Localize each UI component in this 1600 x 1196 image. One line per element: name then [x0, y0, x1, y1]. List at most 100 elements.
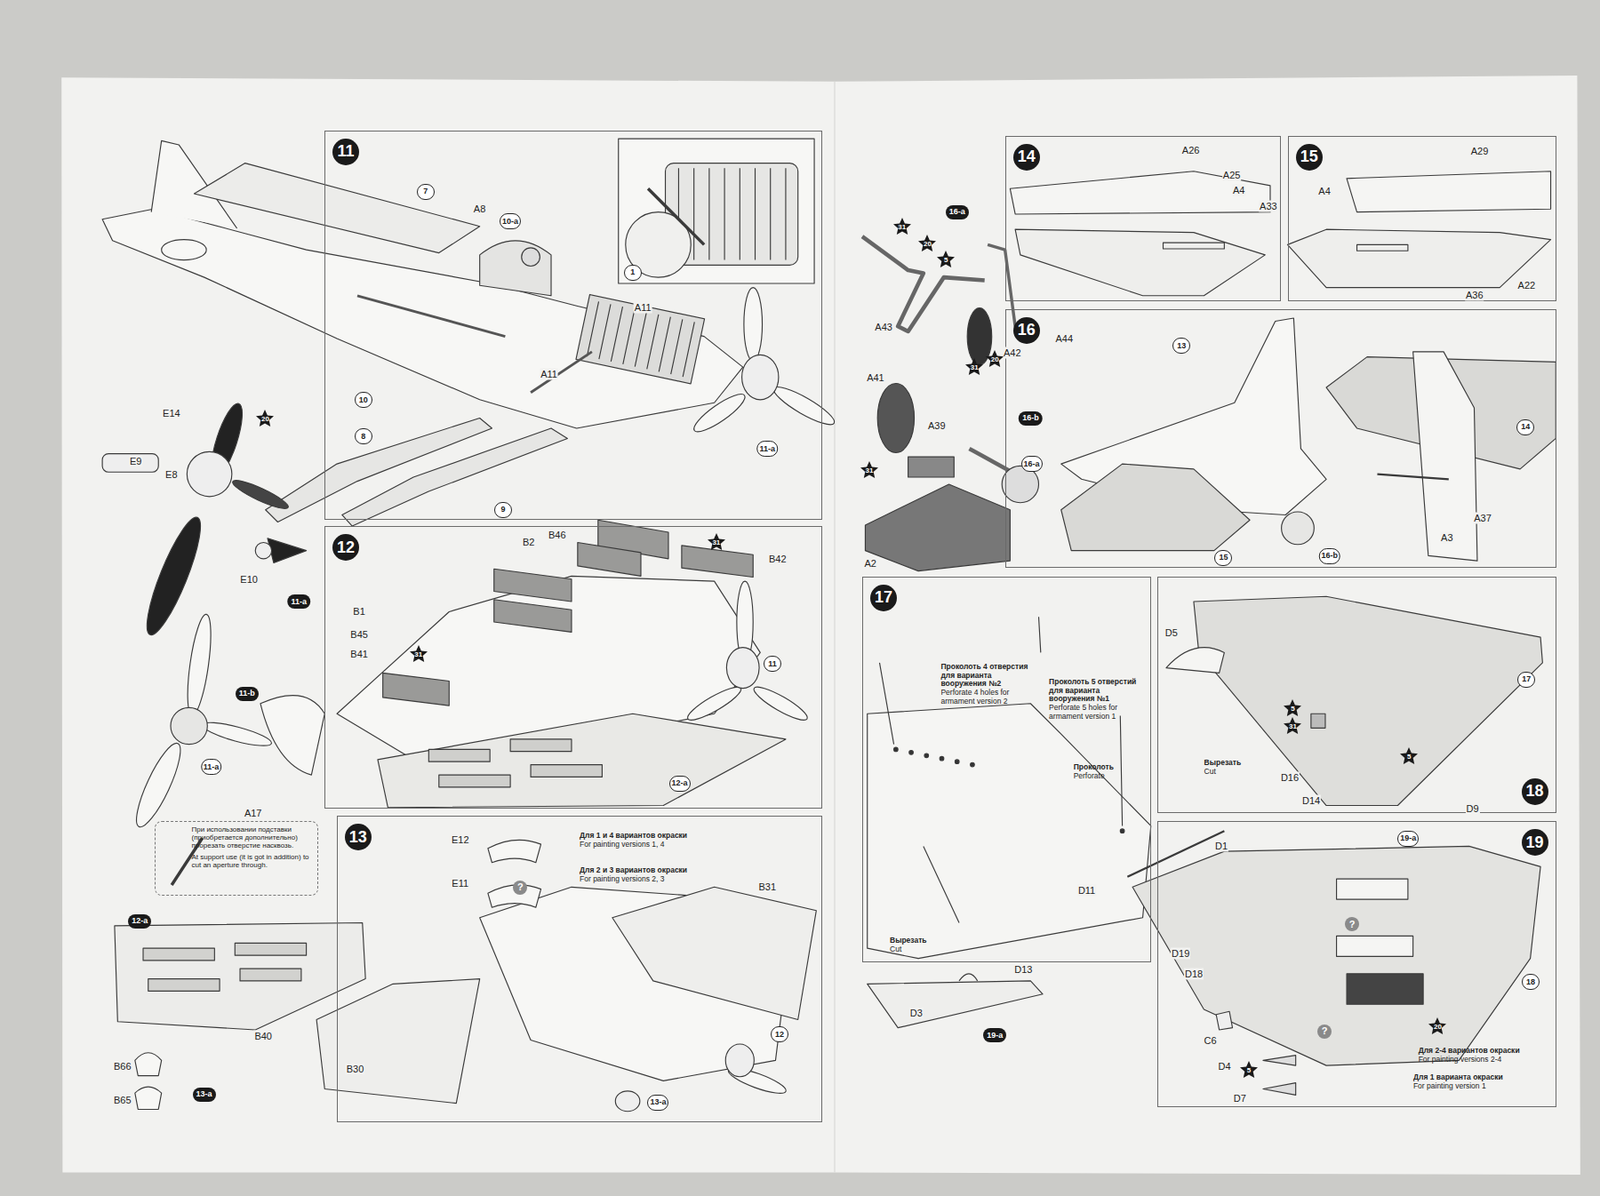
paint-number: 20	[1433, 1022, 1442, 1032]
part-name: D5	[1164, 626, 1179, 639]
drawing-shape	[1287, 229, 1551, 288]
part-name: D4	[1217, 1060, 1232, 1072]
callout-number: 1	[624, 264, 642, 281]
hint-text: At support use (it is got in addition) t…	[191, 853, 313, 870]
paint-number: 5	[1247, 1065, 1251, 1075]
part-name: D3	[909, 1007, 924, 1019]
part-name: A44	[1055, 333, 1075, 345]
paint-number: 31	[1288, 721, 1297, 731]
star-shape	[965, 358, 984, 376]
drawing-shape	[1263, 1056, 1296, 1096]
drawing-shape	[908, 456, 955, 478]
part-name: A11	[539, 368, 559, 381]
note-text: Perforate 5 holes for armament version 1	[1048, 704, 1146, 721]
drawing-shape	[137, 512, 210, 640]
step-panel: 12	[324, 526, 823, 809]
drawing-shape	[681, 545, 753, 578]
drawing-shape	[1357, 244, 1408, 251]
drawing-shape	[193, 163, 480, 254]
part-name: B41	[349, 648, 369, 660]
part-name: A4	[1317, 184, 1331, 197]
callout-number: 16-a	[1021, 456, 1043, 472]
drawing-shape	[742, 354, 779, 400]
callout-number: 19-a	[1397, 831, 1419, 848]
drawing-shape	[618, 138, 815, 284]
drawing-shape	[234, 943, 306, 956]
paint-number: 31	[970, 362, 979, 372]
drawing-shape	[612, 887, 816, 1020]
part-name: D9	[1464, 803, 1480, 816]
note-text: Perforate 4 holes for armament version 2	[940, 688, 1038, 706]
drawing-shape	[577, 542, 641, 576]
drawing-shape	[1346, 974, 1424, 1005]
drawing-shape	[684, 682, 745, 726]
drawing-shape	[867, 704, 1152, 960]
drawing-shape	[769, 381, 839, 431]
part-name: E11	[450, 878, 470, 890]
note-text: Perforate	[1073, 772, 1136, 781]
drawing-shape	[867, 981, 1043, 1029]
part-name: B31	[757, 880, 777, 893]
step-panel: 15	[1288, 136, 1557, 302]
paint-number: 31	[897, 222, 906, 232]
drawing-shape	[114, 922, 366, 1030]
callout-number: 15	[1214, 550, 1232, 567]
drawing-shape	[689, 388, 750, 438]
drawing-shape	[183, 613, 216, 718]
drawing-shape	[1346, 171, 1551, 213]
drawing-shape	[161, 240, 207, 261]
drawing-shape	[833, 81, 835, 1174]
paint-star: 31	[860, 461, 879, 480]
step-number: 12	[332, 534, 360, 561]
part-name: A41	[865, 371, 886, 384]
part-name: A3	[1440, 531, 1454, 544]
note-text: Проколоть 4 отверстия для варианта воору…	[940, 663, 1038, 688]
callout-number: 16-b	[1319, 548, 1342, 565]
star-shape	[256, 409, 274, 427]
callout-number: 10-a	[499, 213, 521, 230]
callout-number: 10	[354, 392, 373, 408]
part-name: B1	[352, 605, 366, 617]
star-shape	[1400, 747, 1418, 765]
part-name: C6	[1202, 1034, 1217, 1047]
step-panel: 13	[336, 816, 823, 1122]
paint-star: 31	[707, 533, 726, 552]
star-shape	[860, 461, 879, 479]
drawing-shape	[648, 188, 704, 245]
hint-text: При использовании подставки (приобретает…	[191, 825, 313, 851]
drawing-shape	[186, 451, 232, 496]
drawing-shape	[894, 747, 899, 752]
drawing-shape	[1127, 831, 1224, 878]
note-text: For painting versions 1, 4	[579, 840, 723, 849]
drawing-shape	[377, 713, 786, 808]
note-text: Для 1 и 4 вариантов окраски	[579, 832, 723, 840]
paint-star: 20	[918, 234, 936, 253]
question-mark: ?	[1344, 917, 1360, 932]
paint-number: 5	[1290, 704, 1295, 713]
star-shape	[409, 645, 428, 663]
star-shape	[985, 350, 1004, 368]
part-name: A25	[1222, 169, 1242, 182]
callout-number: 8	[354, 428, 373, 445]
star-shape	[893, 217, 912, 235]
part-name: D14	[1301, 795, 1321, 808]
callout-number: 18	[1521, 974, 1540, 991]
drawing-shape	[968, 448, 1010, 472]
part-name: A22	[1517, 280, 1537, 292]
drawing-shape	[494, 600, 572, 633]
paint-star: 20	[256, 409, 274, 428]
step-number: 15	[1296, 144, 1323, 171]
part-name: A29	[1470, 144, 1490, 157]
drawing-shape	[615, 1091, 640, 1112]
part-name: D16	[1280, 771, 1300, 784]
paint-star: 5	[936, 250, 955, 269]
drawing-shape	[240, 968, 302, 982]
question-mark: ?	[512, 880, 528, 896]
part-name: B46	[547, 528, 568, 541]
callout-number: 14	[1516, 419, 1535, 436]
part-name: B45	[349, 629, 369, 641]
part-name: B40	[253, 1031, 273, 1043]
drawing-shape	[576, 294, 705, 384]
